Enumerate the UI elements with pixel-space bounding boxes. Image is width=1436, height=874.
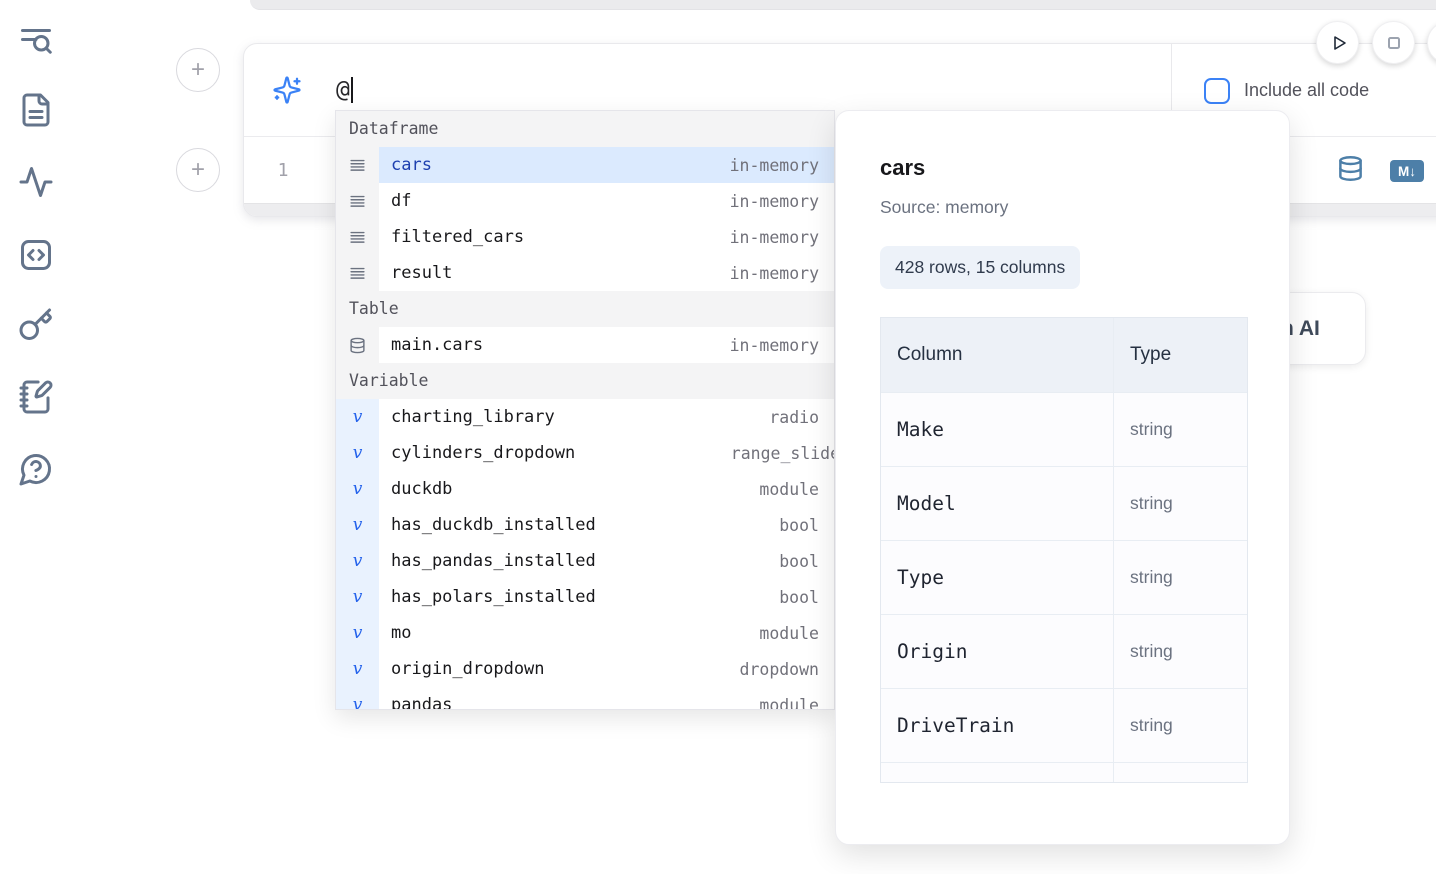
activity-icon[interactable] [18, 164, 54, 200]
table-row: Make string [881, 392, 1247, 466]
code-editor-row[interactable]: 1 M↓ [244, 137, 1436, 203]
variable-icon: v [336, 579, 379, 615]
schema-header-row: Column Type [881, 318, 1247, 392]
ai-prompt-input[interactable]: @ [336, 77, 353, 103]
key-icon[interactable] [18, 307, 54, 343]
table-row: Origin string [881, 614, 1247, 688]
dataframe-rows-icon [336, 219, 379, 255]
dataframe-rows-icon [336, 147, 379, 183]
stop-button[interactable] [1372, 21, 1415, 64]
schema-header-column: Column [881, 318, 1114, 392]
table-row [881, 762, 1247, 782]
variable-icon: v [336, 615, 379, 651]
table-row: Type string [881, 540, 1247, 614]
variable-icon: v [336, 651, 379, 687]
variable-icon: v [336, 399, 379, 435]
dataframe-rows-icon [336, 183, 379, 219]
variable-icon: v [336, 435, 379, 471]
include-all-code-label: Include all code [1244, 80, 1370, 100]
sparkles-icon [272, 75, 302, 105]
help-chat-icon[interactable] [18, 451, 54, 487]
text-search-icon[interactable] [18, 23, 54, 59]
preview-title: cars [880, 155, 926, 180]
schema-table: Column Type Make string Model string Typ… [880, 317, 1248, 783]
preview-shape-badge: 428 rows, 15 columns [880, 246, 1081, 289]
variable-icon: v [336, 471, 379, 507]
variable-icon: v [336, 507, 379, 543]
schema-header-type: Type [1130, 344, 1172, 365]
section-header-table: Table [336, 291, 834, 327]
include-all-code-checkbox[interactable] [1204, 77, 1230, 104]
dataframe-rows-icon [336, 255, 379, 291]
section-header-variable: Variable [336, 363, 834, 399]
code-snippet-icon[interactable] [18, 237, 54, 273]
section-header-dataframe: Dataframe [336, 111, 834, 147]
notebook-pen-icon[interactable] [18, 379, 54, 415]
add-cell-above-button[interactable]: + [176, 48, 220, 92]
stop-icon [1382, 31, 1406, 55]
variable-icon: v [336, 687, 379, 709]
database-icon [336, 327, 379, 363]
markdown-icon[interactable]: M↓ [1390, 160, 1424, 182]
add-cell-below-button[interactable]: + [176, 148, 220, 192]
prompt-divider [1171, 44, 1172, 137]
play-icon [1326, 31, 1350, 55]
previous-cell-console-strip [250, 0, 1436, 10]
table-row: Model string [881, 466, 1247, 540]
file-text-icon[interactable] [18, 92, 54, 128]
line-number: 1 [277, 159, 289, 181]
ai-button-label: h AI [1281, 316, 1320, 340]
database-icon[interactable] [1337, 155, 1364, 182]
table-row: DriveTrain string [881, 688, 1247, 762]
run-cell-button[interactable] [1316, 21, 1359, 64]
dataframe-preview-popup: cars Source: memory 428 rows, 15 columns… [835, 110, 1290, 845]
ai-prompt-value: @ [336, 77, 350, 103]
text-cursor [350, 77, 353, 103]
variable-icon: v [336, 543, 379, 579]
preview-source: Source: memory [880, 197, 1009, 217]
